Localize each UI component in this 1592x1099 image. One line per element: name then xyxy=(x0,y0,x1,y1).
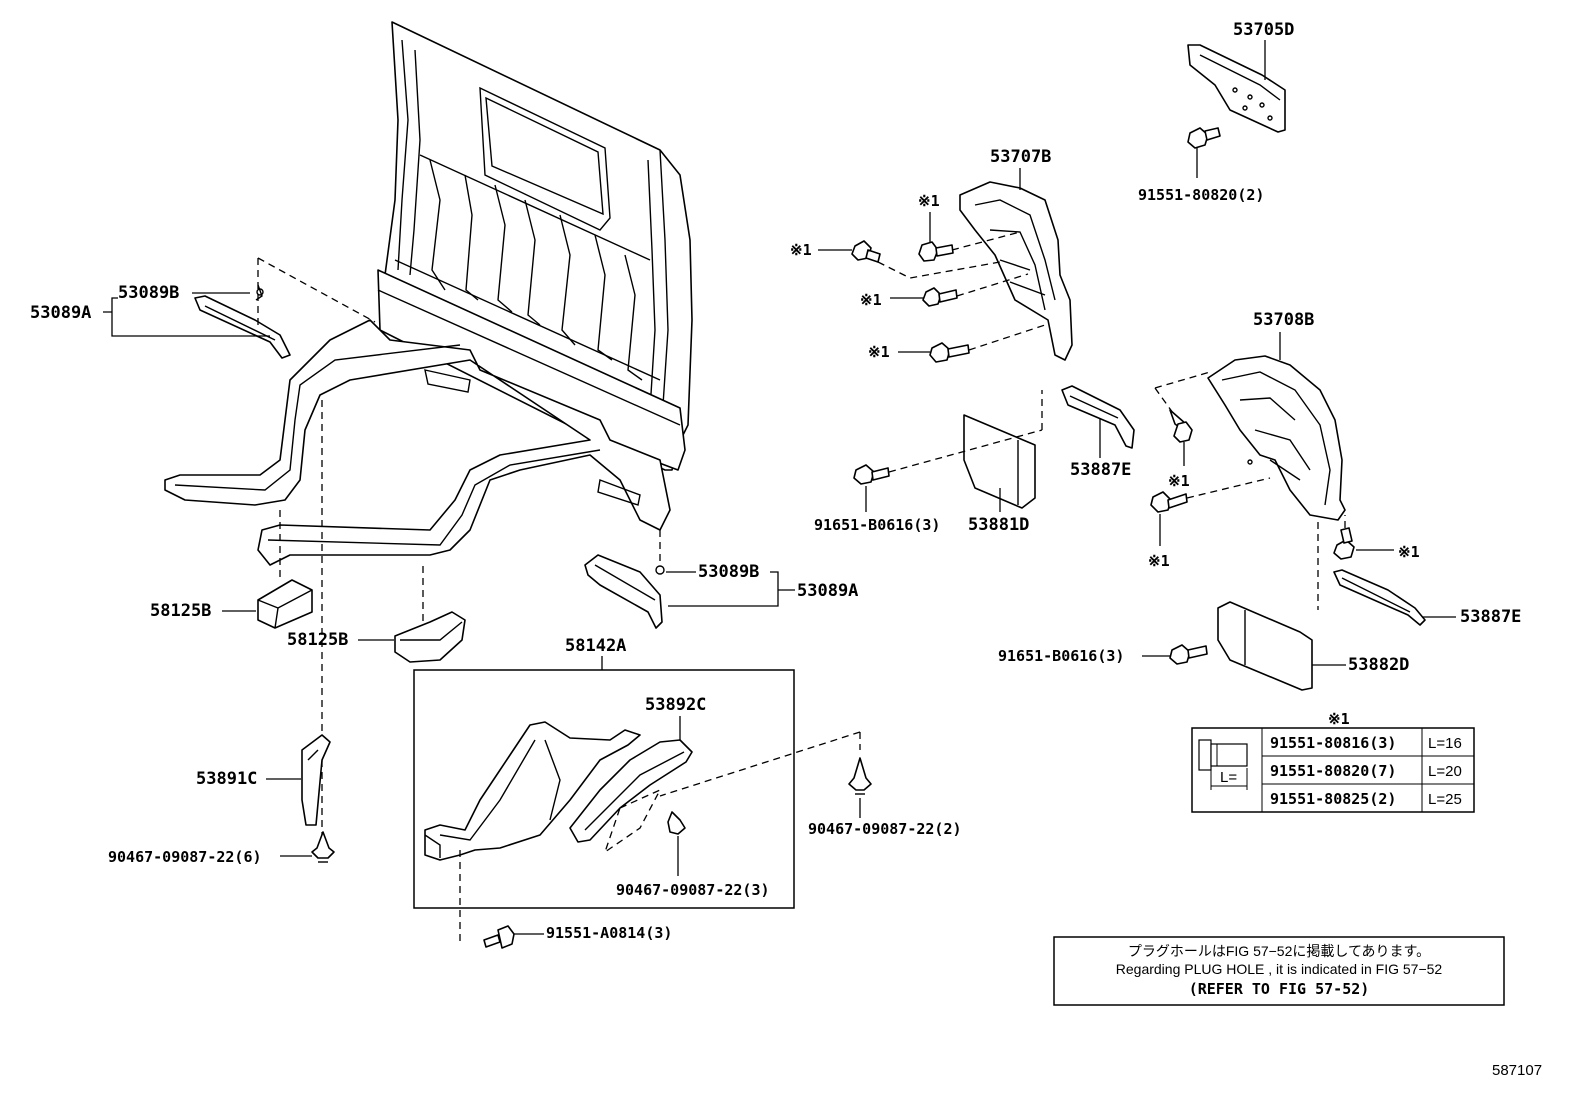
ref-mark-f: ※1 xyxy=(1148,552,1170,570)
bolt-ref1-b xyxy=(918,241,954,262)
label-90467-3: 90467-09087-22(3) xyxy=(616,881,770,899)
bolt-row-1-part: 91551-80816(3) xyxy=(1270,734,1396,752)
bolt-row-2-part: 91551-80820(7) xyxy=(1270,762,1396,780)
label-58125B-left: 58125B xyxy=(150,601,211,621)
bolt-row-1-length: L=16 xyxy=(1428,735,1462,752)
label-90467-2: 90467-09087-22(2) xyxy=(808,820,962,838)
label-53089B-left: 53089B xyxy=(118,283,179,303)
bolt-table-title: ※1 xyxy=(1328,710,1350,728)
part-53089-right xyxy=(584,530,665,629)
bolt-ref1-c xyxy=(922,287,958,307)
label-91651-B0616-upper: 91651-B0616(3) xyxy=(814,516,940,534)
label-53089A-right: 53089A xyxy=(797,581,858,601)
bolt-row-3-length: L=25 xyxy=(1428,791,1462,808)
label-91651-B0616-lower: 91651-B0616(3) xyxy=(998,647,1124,665)
bolt-ref1-f xyxy=(1150,491,1188,513)
bolt-91551-A0814 xyxy=(483,925,515,949)
label-53887E-lower: 53887E xyxy=(1460,607,1521,627)
bolt-ref1-d xyxy=(929,342,970,363)
label-53708B: 53708B xyxy=(1253,310,1314,330)
label-53705D: 53705D xyxy=(1233,20,1294,40)
part-53887E-upper xyxy=(1061,385,1135,449)
part-53891C xyxy=(301,734,331,826)
ref-mark-b: ※1 xyxy=(918,192,940,210)
note-line-jp: プラグホールはFIG 57−52に掲載してあります。 xyxy=(1128,943,1430,959)
part-53887E-lower xyxy=(1333,569,1426,626)
part-53708B xyxy=(1207,355,1346,521)
part-53882D xyxy=(1217,601,1313,691)
label-53707B: 53707B xyxy=(990,147,1051,167)
part-58125B-mid xyxy=(394,566,466,663)
ref-mark-c: ※1 xyxy=(860,291,882,309)
label-91551-80820-2: 91551-80820(2) xyxy=(1138,186,1264,204)
part-bracket-inside-kit xyxy=(424,721,641,861)
back-panel-frame-assembly xyxy=(164,21,693,566)
bolt-91651-B0616-lower xyxy=(1169,644,1208,665)
clip-90467-2 xyxy=(848,757,872,795)
plug-hole-note: プラグホールはFIG 57−52に掲載してあります。 Regarding PLU… xyxy=(1053,936,1505,1006)
note-line-en: Regarding PLUG HOLE , it is indicated in… xyxy=(1116,961,1443,977)
label-53887E-upper: 53887E xyxy=(1070,460,1131,480)
label-53891C: 53891C xyxy=(196,769,257,789)
kit-box-58142A xyxy=(413,669,795,909)
part-53707B xyxy=(959,181,1073,361)
note-line-ref: (REFER TO FIG 57-52) xyxy=(1189,980,1370,998)
label-91551-A0814: 91551-A0814(3) xyxy=(546,924,672,942)
bolt-ref1-e xyxy=(1169,409,1193,443)
bolt-ref1-a xyxy=(851,240,881,263)
ref-mark-g: ※1 xyxy=(1398,543,1420,561)
figure-number: 587107 xyxy=(1492,1062,1542,1079)
bolt-91651-B0616-upper xyxy=(853,464,890,485)
bolt-ref1-g xyxy=(1333,527,1355,560)
ref-mark-e: ※1 xyxy=(1168,472,1190,490)
part-53881D xyxy=(963,390,1043,509)
part-58125B-left xyxy=(257,510,313,629)
label-53089B-right: 53089B xyxy=(698,562,759,582)
label-53881D: 53881D xyxy=(968,515,1029,535)
part-53892C xyxy=(569,739,693,854)
label-53892C: 53892C xyxy=(645,695,706,715)
ref-mark-d: ※1 xyxy=(868,343,890,361)
label-53882D: 53882D xyxy=(1348,655,1409,675)
bolt-dim-label: L= xyxy=(1220,769,1237,786)
label-90467-6: 90467-09087-22(6) xyxy=(108,848,262,866)
label-53089A-left: 53089A xyxy=(30,303,91,323)
clip-90467-6 xyxy=(311,831,335,863)
bolt-91551-80820-2 xyxy=(1187,127,1221,178)
part-53089-left xyxy=(194,257,376,359)
clip-90467-3 xyxy=(667,811,686,835)
bolt-row-3-part: 91551-80825(2) xyxy=(1270,790,1396,808)
ref-mark-a: ※1 xyxy=(790,241,812,259)
leader-53089-left xyxy=(103,297,270,337)
label-58125B-mid: 58125B xyxy=(287,630,348,650)
bolt-row-2-length: L=20 xyxy=(1428,763,1462,780)
bolt-length-table: ※1 L= 91551-80816(3) L=16 91551-80820(7)… xyxy=(1191,710,1475,813)
bolt-dimension-icon: L= xyxy=(1198,739,1248,790)
part-53705D xyxy=(1187,44,1286,133)
label-58142A: 58142A xyxy=(565,636,626,656)
